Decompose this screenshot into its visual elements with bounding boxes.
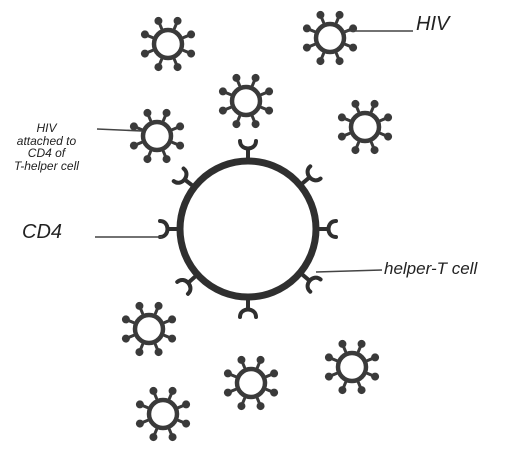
hiv-particle-4 bbox=[338, 100, 392, 154]
cd4-receptor-2 bbox=[300, 166, 320, 185]
hiv-attached-label-line1: HIV bbox=[14, 122, 79, 135]
hiv-particle-8 bbox=[224, 356, 278, 410]
hiv-particle-1 bbox=[141, 17, 195, 71]
cd4-label: CD4 bbox=[22, 222, 62, 243]
cd4-receptor-4 bbox=[300, 273, 320, 292]
cd4-receptor-8 bbox=[174, 169, 195, 188]
helper-t-cell-leader-line bbox=[316, 270, 382, 272]
hiv-particle-5 bbox=[130, 109, 184, 163]
cd4-receptor-6 bbox=[177, 275, 197, 294]
hiv-attached-label-line4: T-helper cell bbox=[14, 160, 79, 173]
helper-t-cell-label: helper-T cell bbox=[384, 260, 477, 278]
hiv-particle-2 bbox=[303, 11, 357, 65]
hiv-attached-label: HIV attached to CD4 of T-helper cell bbox=[14, 122, 79, 172]
hiv-particle-6 bbox=[122, 302, 176, 356]
hiv-particle-3 bbox=[219, 74, 273, 128]
helper-t-cell bbox=[180, 161, 316, 297]
hiv-label: HIV bbox=[416, 14, 449, 35]
hiv-particle-9 bbox=[136, 387, 190, 441]
hiv-particle-7 bbox=[325, 340, 379, 394]
hiv-attached-label-line3: CD4 of bbox=[14, 147, 79, 160]
